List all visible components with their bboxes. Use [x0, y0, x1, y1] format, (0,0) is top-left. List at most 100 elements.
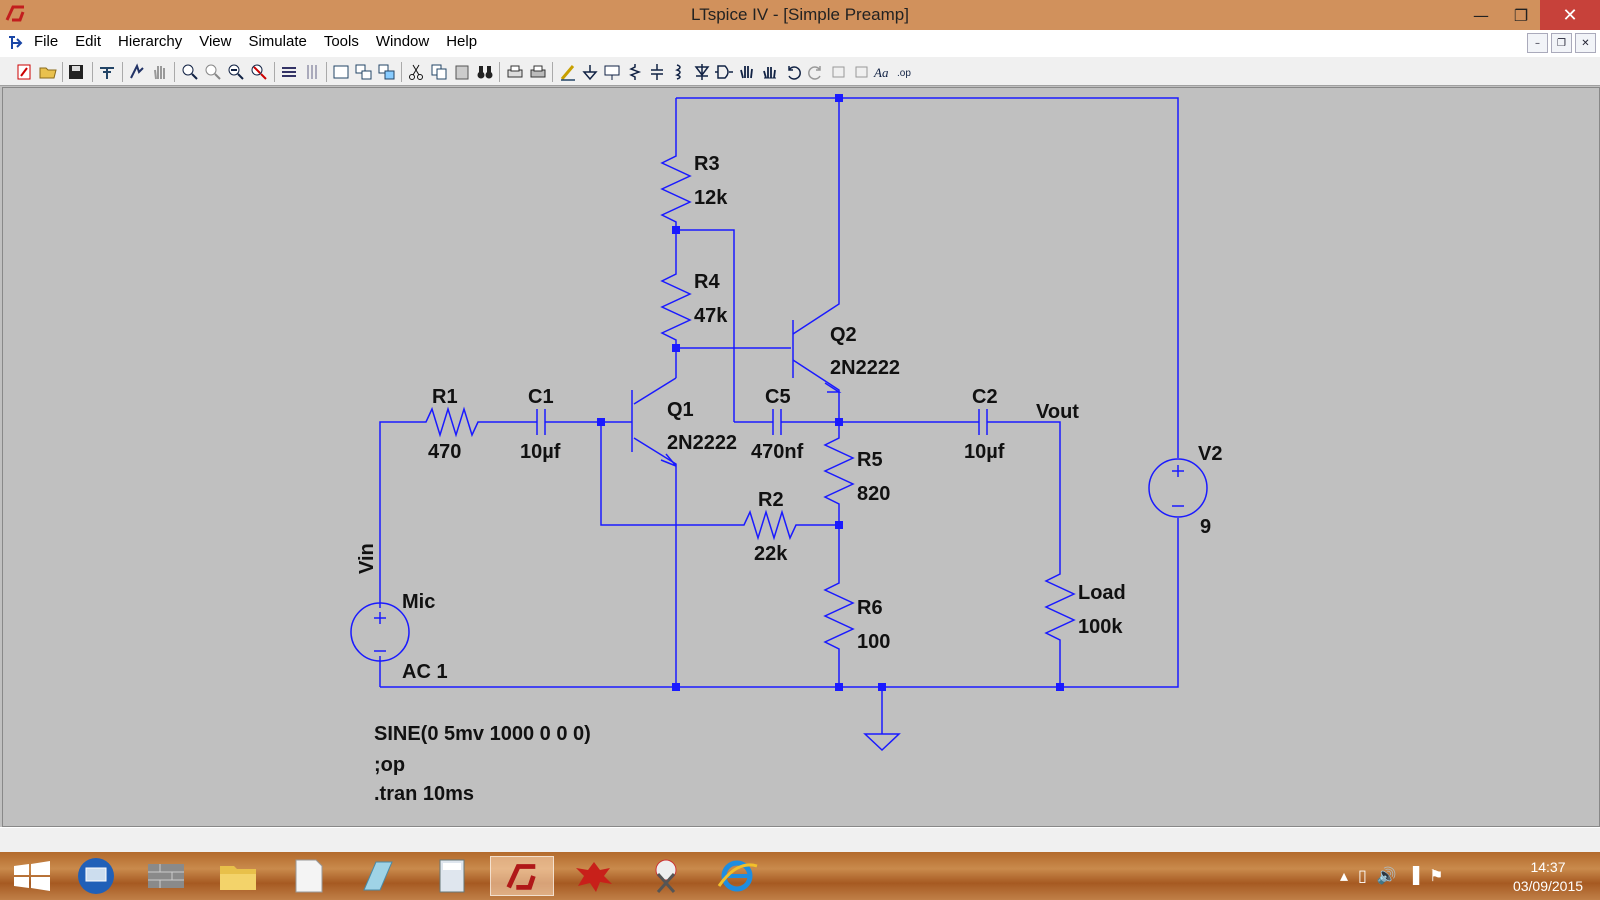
pen-app-icon[interactable]	[346, 856, 410, 896]
undo-icon[interactable]	[783, 62, 803, 82]
op-directive[interactable]: ;op	[374, 754, 405, 776]
mdi-restore-button[interactable]: ❐	[1551, 33, 1572, 53]
r2-value[interactable]: 22k	[754, 543, 788, 565]
paste-icon[interactable]	[452, 62, 472, 82]
open-folder-icon[interactable]	[38, 62, 58, 82]
mic-name[interactable]: Mic	[402, 591, 435, 613]
close-windows-icon[interactable]	[377, 62, 397, 82]
flag-icon[interactable]: ⚑	[1429, 866, 1444, 885]
move-hand-icon[interactable]	[737, 62, 757, 82]
r1-name[interactable]: R1	[432, 386, 458, 408]
minimize-button[interactable]: —	[1473, 5, 1489, 25]
volume-icon[interactable]: 🔊	[1376, 866, 1397, 885]
menu-view[interactable]: View	[199, 33, 232, 50]
notepad-icon[interactable]	[276, 856, 340, 896]
clock[interactable]: 14:37 03/09/2015	[1500, 858, 1596, 896]
save-icon[interactable]	[66, 62, 86, 82]
menu-simulate[interactable]: Simulate	[248, 33, 307, 50]
c5-value[interactable]: 470nf	[751, 441, 804, 463]
c2-name[interactable]: C2	[972, 386, 998, 408]
net-label-vout[interactable]: Vout	[1036, 401, 1079, 423]
v2-name[interactable]: V2	[1198, 443, 1222, 465]
copy-icon[interactable]	[429, 62, 449, 82]
zoom-in-icon[interactable]	[180, 62, 200, 82]
menu-tools[interactable]: Tools	[323, 33, 359, 50]
q2-value[interactable]: 2N2222	[830, 357, 900, 379]
cut-icon[interactable]	[406, 62, 426, 82]
load-name[interactable]: Load	[1078, 582, 1126, 604]
c5-name[interactable]: C5	[765, 386, 791, 408]
halt-hand-icon[interactable]	[150, 62, 170, 82]
pan-icon[interactable]	[203, 62, 223, 82]
firewall-icon[interactable]	[134, 856, 198, 896]
r5-name[interactable]: R5	[857, 449, 883, 471]
capacitor-icon[interactable]	[647, 62, 667, 82]
tile-horizontal-icon[interactable]	[279, 62, 299, 82]
menu-help[interactable]: Help	[446, 33, 478, 50]
zoom-out-icon[interactable]	[226, 62, 246, 82]
print-setup-icon[interactable]	[505, 62, 525, 82]
rotate-icon[interactable]	[829, 62, 849, 82]
r5-value[interactable]: 820	[857, 483, 890, 505]
c1-name[interactable]: C1	[528, 386, 554, 408]
remote-desktop-icon[interactable]	[64, 856, 128, 896]
r2-name[interactable]: R2	[758, 489, 784, 511]
text-icon[interactable]: Aa	[873, 62, 893, 82]
q1-name[interactable]: Q1	[667, 399, 694, 421]
tray-expand-icon[interactable]: ▴	[1340, 866, 1349, 885]
net-label-vin[interactable]: Vin	[356, 543, 378, 574]
start-windows-icon[interactable]	[0, 856, 64, 896]
close-button[interactable]: ✕	[1540, 0, 1600, 30]
schematic-canvas[interactable]: R3 12k R4 47k Q2 2N2222 R1 470 C1 10µf Q…	[2, 87, 1600, 827]
v2-value[interactable]: 9	[1200, 516, 1211, 538]
component-icon[interactable]	[714, 62, 734, 82]
r4-name[interactable]: R4	[694, 271, 720, 293]
battery-icon[interactable]: ▯	[1358, 866, 1367, 885]
tran-directive[interactable]: .tran 10ms	[374, 783, 474, 805]
q2-name[interactable]: Q2	[830, 324, 857, 346]
r3-value[interactable]: 12k	[694, 187, 728, 209]
redo-icon[interactable]	[806, 62, 826, 82]
draw-wire-icon[interactable]	[558, 62, 578, 82]
resistor-icon[interactable]	[625, 62, 645, 82]
spice-directive-icon[interactable]: .op	[896, 62, 916, 82]
c1-value[interactable]: 10µf	[520, 441, 561, 463]
sine-directive[interactable]: SINE(0 5mv 1000 0 0 0)	[374, 723, 591, 745]
mdi-minimize-button[interactable]: –	[1527, 33, 1548, 53]
mic-value[interactable]: AC 1	[402, 661, 448, 683]
label-net-icon[interactable]	[602, 62, 622, 82]
new-schematic-icon[interactable]	[14, 62, 34, 82]
print-icon[interactable]	[528, 62, 548, 82]
ltspice-task-icon[interactable]	[490, 856, 554, 896]
run-icon[interactable]	[127, 62, 147, 82]
r3-name[interactable]: R3	[694, 153, 720, 175]
inductor-icon[interactable]	[669, 62, 689, 82]
mdi-close-button[interactable]: ✕	[1575, 33, 1596, 53]
file-explorer-icon[interactable]	[206, 856, 270, 896]
find-binoculars-icon[interactable]	[475, 62, 495, 82]
signal-icon[interactable]: ▐	[1406, 866, 1420, 885]
zoom-fit-icon[interactable]	[249, 62, 269, 82]
menu-edit[interactable]: Edit	[75, 33, 102, 50]
control-panel-icon[interactable]	[97, 62, 117, 82]
menu-hierarchy[interactable]: Hierarchy	[118, 33, 183, 50]
maximize-button[interactable]: ❐	[1513, 5, 1529, 25]
document-icon[interactable]	[5, 33, 25, 53]
circuit-drawing[interactable]: R3 12k R4 47k Q2 2N2222 R1 470 C1 10µf Q…	[3, 88, 1599, 826]
internet-explorer-icon[interactable]	[705, 856, 769, 896]
c2-value[interactable]: 10µf	[964, 441, 1005, 463]
r6-value[interactable]: 100	[857, 631, 890, 653]
load-value[interactable]: 100k	[1078, 616, 1123, 638]
r4-value[interactable]: 47k	[694, 305, 728, 327]
paint-splat-icon[interactable]	[562, 856, 626, 896]
drag-hand-icon[interactable]	[760, 62, 780, 82]
menu-window[interactable]: Window	[375, 33, 430, 50]
r1-value[interactable]: 470	[428, 441, 461, 463]
diode-icon[interactable]	[692, 62, 712, 82]
mirror-icon[interactable]	[851, 62, 871, 82]
ground-icon[interactable]	[580, 62, 600, 82]
arrange-icon[interactable]	[354, 62, 374, 82]
r6-name[interactable]: R6	[857, 597, 883, 619]
menu-file[interactable]: File	[34, 33, 59, 50]
tile-vertical-icon[interactable]	[302, 62, 322, 82]
